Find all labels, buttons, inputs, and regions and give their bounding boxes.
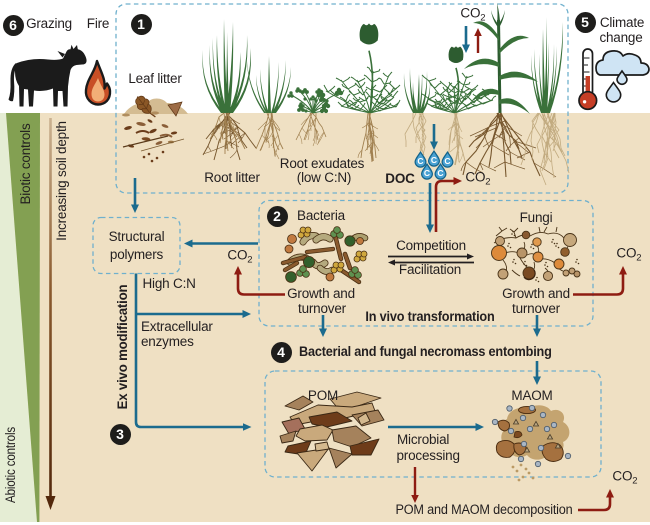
soil-depth-label: Increasing soil depth <box>53 121 69 241</box>
doc-c-letter-3: C <box>444 156 451 166</box>
extracellular-enzymes-arrow <box>136 310 251 318</box>
co2-label-decomposition: CO2 <box>612 468 638 487</box>
doc-to-co2-arrow <box>434 177 462 232</box>
plant-inputs-box <box>115 3 569 194</box>
doc-to-microbes-arrow <box>426 183 434 233</box>
soil-depth-arrow <box>45 118 56 510</box>
doc-c-letter-5: C <box>437 168 444 178</box>
co2-label-fungi: CO2 <box>616 245 642 264</box>
step-1-marker: 1 <box>130 13 152 35</box>
thermometer-icon <box>578 48 598 111</box>
co2-label-atmosphere: CO2 <box>460 5 486 24</box>
root-litter-label: Root litter <box>204 169 260 185</box>
structural-polymers-box <box>92 216 181 275</box>
necromass-to-som-arrow <box>533 361 541 385</box>
co2-uptake-arrow <box>462 26 470 53</box>
doc-c-letter-2: C <box>430 155 438 165</box>
step-4-marker: 4 <box>270 341 292 363</box>
root-exudates-label-line2: (low C:N) <box>296 169 352 185</box>
bacteria-turnover-arrow <box>319 315 327 337</box>
roots-to-doc-arrow <box>430 124 438 150</box>
bacteria-illustration <box>280 226 369 285</box>
biotic-controls-wedge <box>6 113 40 522</box>
competition-arrow <box>388 253 474 260</box>
maom-illustration <box>491 404 572 482</box>
rain-cloud-icon <box>595 50 650 103</box>
bacteria-growth-label-line1: Growth and <box>287 285 355 301</box>
competition-label: Competition <box>396 237 466 253</box>
fungi-turnover-arrow <box>533 315 541 337</box>
step-5-marker: 5 <box>574 11 596 33</box>
step-2-marker: 2 <box>266 205 288 227</box>
step-6-marker: 6 <box>2 14 24 36</box>
doc-molecules-illustration <box>414 150 454 180</box>
climate-change-label-line1: Climate <box>599 14 645 30</box>
fungi-to-co2-arrow <box>573 266 627 296</box>
grazing-label: Grazing <box>26 15 72 31</box>
abiotic-controls-wedge <box>0 113 37 522</box>
microbial-processing-label-line2: processing <box>396 447 460 463</box>
biotic-controls-label: Biotic controls <box>17 123 33 205</box>
flame-icon <box>84 59 112 106</box>
bacteria-to-co2-arrow <box>234 266 285 296</box>
fungi-growth-label-line1: Growth and <box>502 285 570 301</box>
leaf-litter-label: Leaf litter <box>128 70 182 86</box>
leaf-litter-illustration <box>122 95 188 163</box>
maom-label: MAOM <box>511 387 553 403</box>
pom-label: POM <box>307 387 339 403</box>
microbial-processing-label-line1: Microbial <box>397 431 450 447</box>
decomposition-to-co2-arrow <box>578 489 614 512</box>
co2-release-arrow <box>474 28 482 53</box>
abiotic-controls-label: Abiotic controls <box>2 427 18 503</box>
in-vivo-transformation-box <box>258 199 594 327</box>
processing-to-decomposition-arrow <box>411 467 419 503</box>
structural-polymers-label-line2: polymers <box>109 246 164 262</box>
doc-label: DOC <box>385 170 415 186</box>
fungi-label: Fungi <box>519 209 553 225</box>
plants-illustration <box>202 3 570 186</box>
decomposition-label: POM and MAOM decomposition <box>395 501 573 517</box>
ex-vivo-to-pom-arrow <box>134 273 252 431</box>
fungi-growth-label-line2: turnover <box>512 300 560 316</box>
facilitation-arrow <box>388 259 474 266</box>
extracellular-label-line1: Extracellular <box>141 318 213 334</box>
bacteria-to-structural-arrow <box>184 239 258 248</box>
doc-c-letter-1: C <box>417 156 424 166</box>
doc-c-letter-4: C <box>423 168 431 178</box>
ex-vivo-label: Ex vivo modification <box>114 284 130 409</box>
co2-label-bacteria: CO2 <box>227 247 253 266</box>
facilitation-label: Facilitation <box>398 261 462 277</box>
climate-change-label-line2: change <box>599 29 643 45</box>
necromass-entombing-label: Bacterial and fungal necromass entombing <box>299 343 552 359</box>
fungi-illustration <box>491 226 581 283</box>
leaf-litter-to-structural-arrow <box>131 178 139 213</box>
root-exudates-label-line1: Root exudates <box>279 155 365 171</box>
cow-icon <box>8 44 87 107</box>
extracellular-label-line2: enzymes <box>141 333 194 349</box>
step-3-marker: 3 <box>109 423 131 445</box>
som-box <box>264 370 602 478</box>
high-cn-label: High C:N <box>142 275 196 291</box>
in-vivo-label: In vivo transformation <box>365 308 495 324</box>
bacteria-label: Bacteria <box>297 207 345 223</box>
fire-label: Fire <box>86 15 110 31</box>
pom-to-maom-arrow <box>388 423 484 431</box>
bacteria-growth-label-line2: turnover <box>298 300 346 316</box>
structural-polymers-label-line1: Structural <box>108 228 165 244</box>
co2-label-doc: CO2 <box>465 169 491 188</box>
pom-illustration <box>279 391 385 472</box>
